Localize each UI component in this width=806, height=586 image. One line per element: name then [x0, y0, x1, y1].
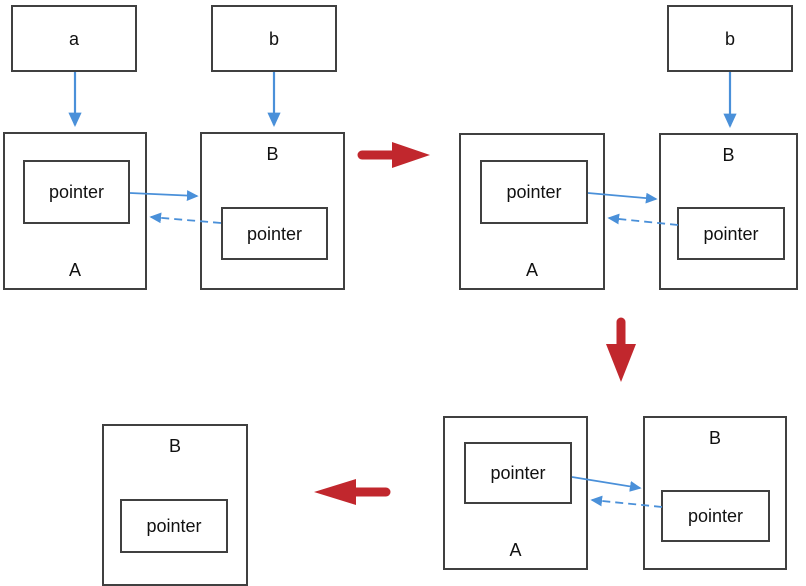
- tr-object-a-box: A: [459, 133, 605, 290]
- tl-object-a-label: A: [68, 260, 81, 280]
- tr-object-b-label: B: [722, 145, 735, 165]
- tl-variable-a-label: a: [68, 28, 79, 49]
- red-right-arrow-icon: [357, 142, 430, 168]
- red-down-arrow-icon: [606, 317, 636, 382]
- tr-object-a-pointer-box: pointer: [480, 160, 588, 224]
- tl-object-b-pointer-label: pointer: [246, 223, 303, 244]
- bl-object-b-label: B: [168, 436, 181, 456]
- tl-variable-b-box: b: [211, 5, 337, 72]
- br-object-b-label: B: [708, 428, 721, 448]
- tr-object-b-pointer-box: pointer: [677, 207, 785, 260]
- br-object-a-pointer-box: pointer: [464, 442, 572, 504]
- tl-object-b-box: B: [200, 132, 345, 290]
- tr-variable-b-box: b: [667, 5, 793, 72]
- tr-object-a-label: A: [525, 260, 538, 280]
- br-object-a-box: A: [443, 416, 588, 570]
- tl-object-a-box: A: [3, 132, 147, 290]
- bl-object-b-box: B: [102, 424, 248, 586]
- tl-object-a-pointer-box: pointer: [23, 160, 130, 224]
- bl-object-b-pointer-box: pointer: [120, 499, 228, 553]
- tr-object-b-pointer-label: pointer: [703, 223, 759, 244]
- br-object-a-label: A: [509, 540, 522, 560]
- tl-variable-a-box: a: [11, 5, 137, 72]
- tr-object-a-pointer-label: pointer: [506, 182, 562, 202]
- br-object-b-box: B: [643, 416, 787, 570]
- tl-object-b-label: B: [266, 144, 279, 164]
- tr-object-b-box: B: [659, 133, 798, 290]
- red-left-arrow-icon: [314, 479, 391, 505]
- tr-variable-b-label: b: [724, 28, 735, 49]
- br-object-b-pointer-box: pointer: [661, 490, 770, 542]
- bl-object-b-pointer-label: pointer: [146, 516, 202, 536]
- br-object-a-pointer-label: pointer: [490, 463, 546, 483]
- tl-object-b-pointer-box: pointer: [221, 207, 328, 260]
- br-object-b-pointer-label: pointer: [687, 506, 744, 526]
- tl-object-a-pointer-label: pointer: [48, 182, 105, 202]
- tl-variable-b-label: b: [268, 28, 279, 49]
